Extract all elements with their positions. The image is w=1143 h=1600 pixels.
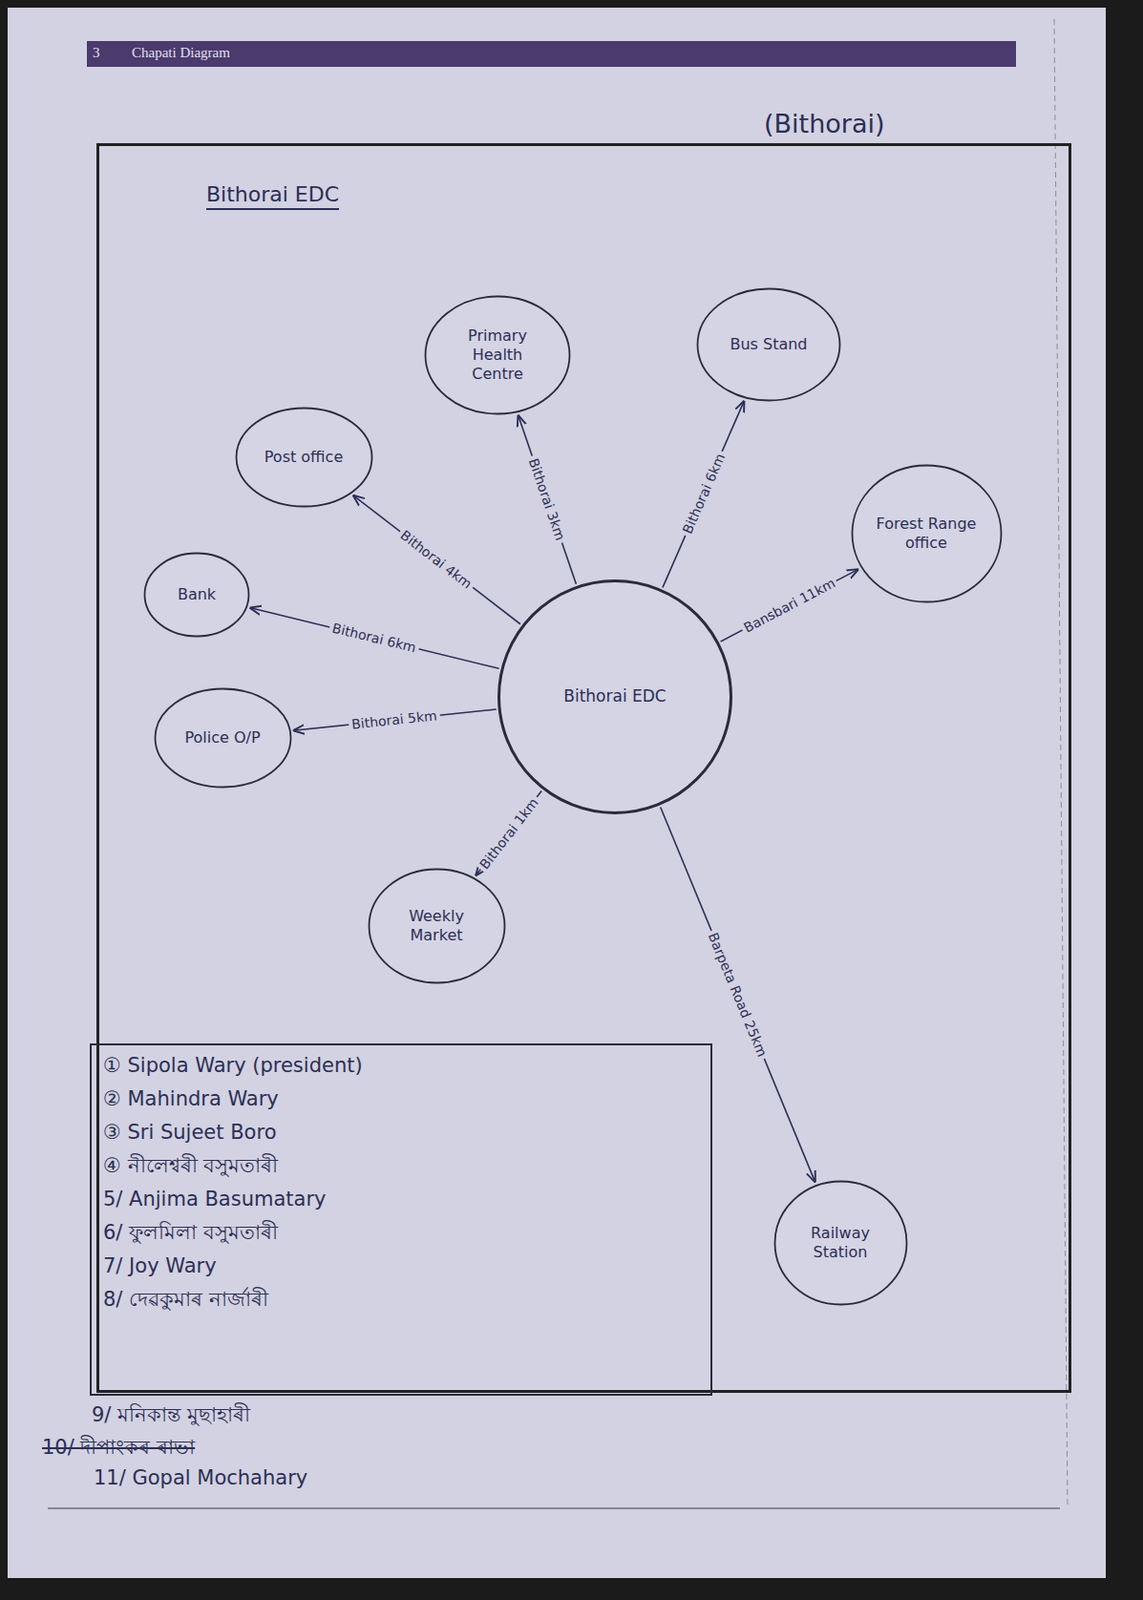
distance-label: Bithorai 5km bbox=[348, 707, 442, 733]
facility-circle: Bus Stand bbox=[696, 287, 842, 403]
circle-shape bbox=[235, 408, 372, 508]
circle-shape bbox=[774, 1182, 907, 1306]
distance-arrow bbox=[720, 569, 860, 642]
section-number: 3 bbox=[92, 44, 101, 62]
circle-label: Post office bbox=[257, 447, 351, 467]
circle-shape bbox=[425, 296, 571, 415]
member-name: 6/ ফুলমিলা বসুমতাৰী bbox=[103, 1216, 699, 1250]
place-name: (Bithorai) bbox=[763, 108, 885, 139]
facility-circle: Police O/P bbox=[153, 687, 293, 789]
circle-label: Police O/P bbox=[176, 728, 270, 748]
circle-text-holder: Forest Range office bbox=[875, 514, 978, 553]
circle-text-holder: Post office bbox=[257, 447, 351, 467]
circle-text-holder: Police O/P bbox=[176, 728, 270, 748]
page-rule bbox=[47, 1507, 1060, 1510]
distance-label: Barpeta Road 25km bbox=[704, 928, 772, 1062]
facility-circle: Primary Health Centre bbox=[423, 295, 572, 416]
distance-arrow bbox=[250, 608, 500, 670]
circle-shape bbox=[698, 289, 841, 402]
circle-shape bbox=[368, 869, 505, 984]
distance-label: Bithorai 6km bbox=[328, 619, 422, 657]
distance-label: Bithorai 4km bbox=[395, 526, 478, 594]
circle-label: Weekly Market bbox=[390, 907, 484, 946]
member-name: ② Mahindra Wary bbox=[103, 1082, 699, 1117]
member-name: 9/ মনিকান্ত মুছাহাৰী bbox=[91, 1399, 251, 1434]
circle-label: Bank bbox=[162, 585, 233, 605]
circle-label: Primary Health Centre bbox=[448, 326, 548, 384]
member-name: ① Sipola Wary (president) bbox=[103, 1049, 699, 1083]
circle-text-holder: Primary Health Centre bbox=[448, 326, 548, 384]
circle-shape bbox=[145, 553, 250, 637]
frame-title: Bithorai EDC bbox=[206, 182, 339, 211]
circle-shape bbox=[154, 689, 291, 788]
distance-label: Bithorai 6km bbox=[677, 448, 729, 539]
circle-text-holder: Bithorai EDC bbox=[535, 686, 696, 707]
fold-line bbox=[1054, 19, 1068, 1509]
circle-label: Bus Stand bbox=[719, 335, 818, 355]
paper-sheet bbox=[7, 7, 1106, 1579]
facility-circle: Weekly Market bbox=[367, 867, 507, 985]
distance-arrow bbox=[660, 807, 816, 1184]
facility-circle: Railway Station bbox=[773, 1180, 909, 1307]
member-name: ③ Sri Sujeet Boro bbox=[103, 1116, 699, 1150]
center-circle: Bithorai EDC bbox=[497, 579, 733, 815]
outer-frame: Bithorai EDC Primary Health Centre Bus Sta… bbox=[96, 143, 1072, 1394]
member-name: 7/ Joy Wary bbox=[103, 1249, 699, 1284]
member-name-struck: 10/ দীপাংকৰ ৰাভা bbox=[42, 1432, 195, 1466]
distance-label: Bansbari 11km bbox=[739, 573, 841, 637]
facility-circle: Forest Range office bbox=[850, 464, 1003, 604]
circle-text-holder: Bank bbox=[162, 585, 233, 605]
circle-shape bbox=[851, 465, 1001, 603]
member-name: 11/ Gopal Mochahary bbox=[93, 1466, 308, 1490]
circle-shape bbox=[499, 581, 732, 814]
circle-text-holder: Weekly Market bbox=[390, 907, 484, 946]
section-heading: Chapati Diagram bbox=[131, 44, 231, 62]
member-name: 8/ দেৱকুমাৰ নাৰ্জাৰী bbox=[103, 1283, 699, 1317]
distance-label: Bithorai 3km bbox=[525, 453, 570, 546]
distance-label: Bithorai 1km bbox=[474, 792, 543, 874]
member-name: 5/ Anjima Basumatary bbox=[103, 1183, 699, 1217]
member-name: ④ নীলেশ্বৰী বসুমতাৰী bbox=[103, 1149, 699, 1184]
header-bar bbox=[86, 41, 1016, 67]
circle-label: Bithorai EDC bbox=[535, 686, 696, 707]
circle-label: Railway Station bbox=[795, 1224, 886, 1263]
member-list-box: ① Sipola Wary (president)② Mahindra Wary… bbox=[89, 1043, 713, 1397]
circle-text-holder: Bus Stand bbox=[719, 335, 818, 355]
distance-arrow bbox=[517, 415, 576, 585]
circle-text-holder: Railway Station bbox=[795, 1224, 886, 1263]
facility-circle: Bank bbox=[143, 551, 251, 638]
distance-arrow bbox=[662, 401, 744, 589]
facility-circle: Post office bbox=[234, 406, 374, 508]
distance-arrow bbox=[353, 495, 521, 625]
circle-label: Forest Range office bbox=[875, 514, 978, 553]
